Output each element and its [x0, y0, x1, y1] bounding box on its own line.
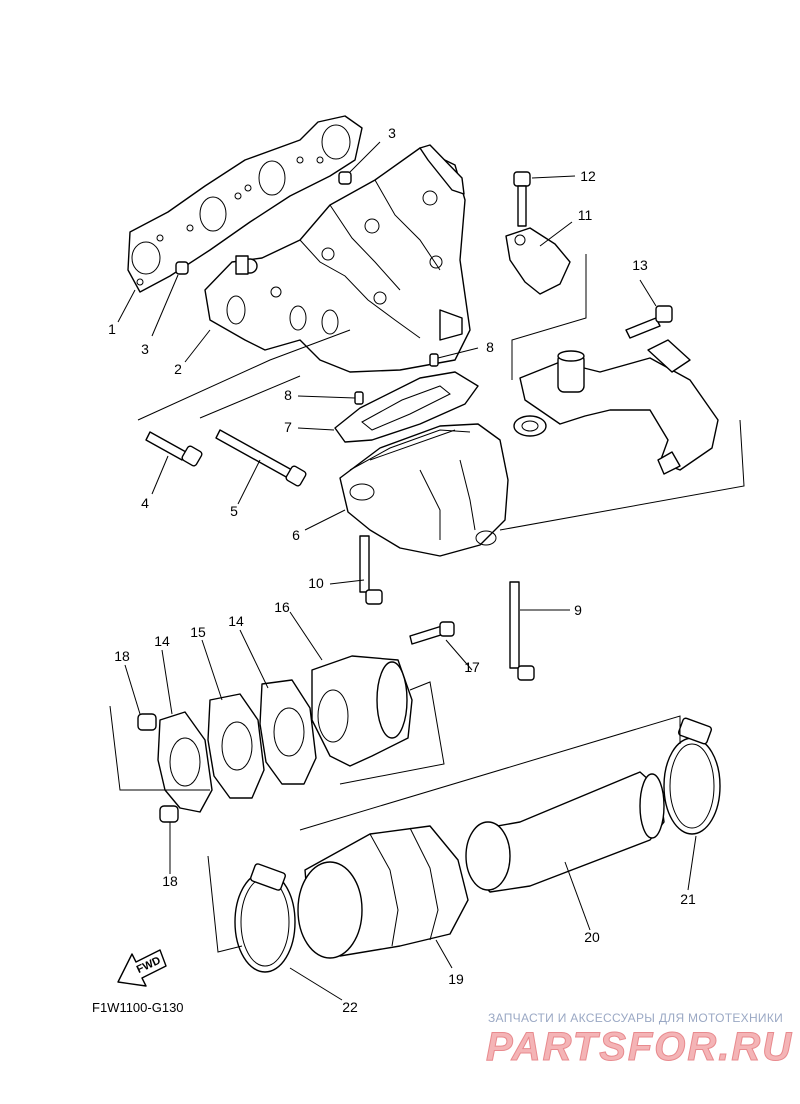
callout-14-right: 14 — [228, 613, 244, 629]
callout-22: 22 — [342, 999, 358, 1015]
callout-8-left: 8 — [284, 387, 292, 403]
part-13-bolt — [625, 305, 673, 339]
watermark-tagline: ЗАПЧАСТИ И АКСЕССУАРЫ ДЛЯ МОТОТЕХНИКИ — [488, 1011, 783, 1025]
water-pipe-assembly — [513, 339, 719, 475]
callout-numbers: 1 2 3 3 4 5 6 7 8 8 9 10 11 12 13 14 14 … — [108, 125, 696, 1015]
leader-lines — [117, 141, 697, 1001]
callout-20: 20 — [584, 929, 600, 945]
part-3-dowel-pins — [175, 171, 352, 275]
part-15-plate — [207, 693, 265, 799]
forward-direction-arrow: FWD — [117, 949, 167, 987]
part-5-bolt — [215, 429, 307, 487]
part-4-bolt — [145, 431, 203, 467]
part-6-exhaust-chamber — [339, 423, 509, 557]
callout-13: 13 — [632, 257, 648, 273]
callout-7: 7 — [284, 419, 292, 435]
callout-3-left: 3 — [141, 341, 149, 357]
callout-8-right: 8 — [486, 339, 494, 355]
callout-21: 21 — [680, 891, 696, 907]
part-11-bracket — [505, 227, 571, 295]
callout-18-bottom: 18 — [162, 873, 178, 889]
callout-16: 16 — [274, 599, 290, 615]
grouping-brackets — [109, 254, 745, 953]
part-18-collar-bottom — [159, 805, 179, 823]
callout-14-left: 14 — [154, 633, 170, 649]
part-8-pins — [354, 353, 439, 405]
part-17-bolt — [409, 621, 455, 645]
callout-9: 9 — [574, 602, 582, 618]
part-21-hose-clamp — [663, 717, 721, 835]
part-1-manifold-gasket — [127, 115, 363, 293]
part-2-exhaust-manifold — [204, 144, 471, 373]
part-9-bolt — [509, 581, 535, 681]
part-16-flange-pipe — [311, 655, 413, 767]
callout-19: 19 — [448, 971, 464, 987]
part-19-rubber-coupler — [297, 825, 469, 959]
part-14-gasket-left — [157, 711, 213, 813]
callout-6: 6 — [292, 527, 300, 543]
callout-12: 12 — [580, 168, 596, 184]
callout-1: 1 — [108, 321, 116, 337]
callout-17: 17 — [464, 659, 480, 675]
part-20-pipe — [465, 771, 665, 893]
callout-11: 11 — [578, 207, 593, 223]
part-14-gasket-right — [259, 679, 317, 785]
callout-2: 2 — [174, 361, 182, 377]
part-7-head-gasket — [334, 371, 479, 443]
part-22-hose-clamp — [234, 863, 296, 973]
callout-15: 15 — [190, 624, 206, 640]
diagram-code: F1W1100-G130 — [92, 1000, 184, 1015]
part-12-bolt — [513, 171, 531, 227]
watermark-logo: PARTSFOR.RU — [486, 1025, 793, 1069]
callout-18-top: 18 — [114, 648, 130, 664]
callout-4: 4 — [141, 495, 149, 511]
callout-3-top: 3 — [388, 125, 396, 141]
watermark: ЗАПЧАСТИ И АКСЕССУАРЫ ДЛЯ МОТОТЕХНИКИ PA… — [486, 1011, 793, 1070]
part-18-collar-top — [137, 713, 157, 731]
callout-10: 10 — [308, 575, 324, 591]
callout-5: 5 — [230, 503, 238, 519]
part-10-bolt — [359, 535, 383, 605]
